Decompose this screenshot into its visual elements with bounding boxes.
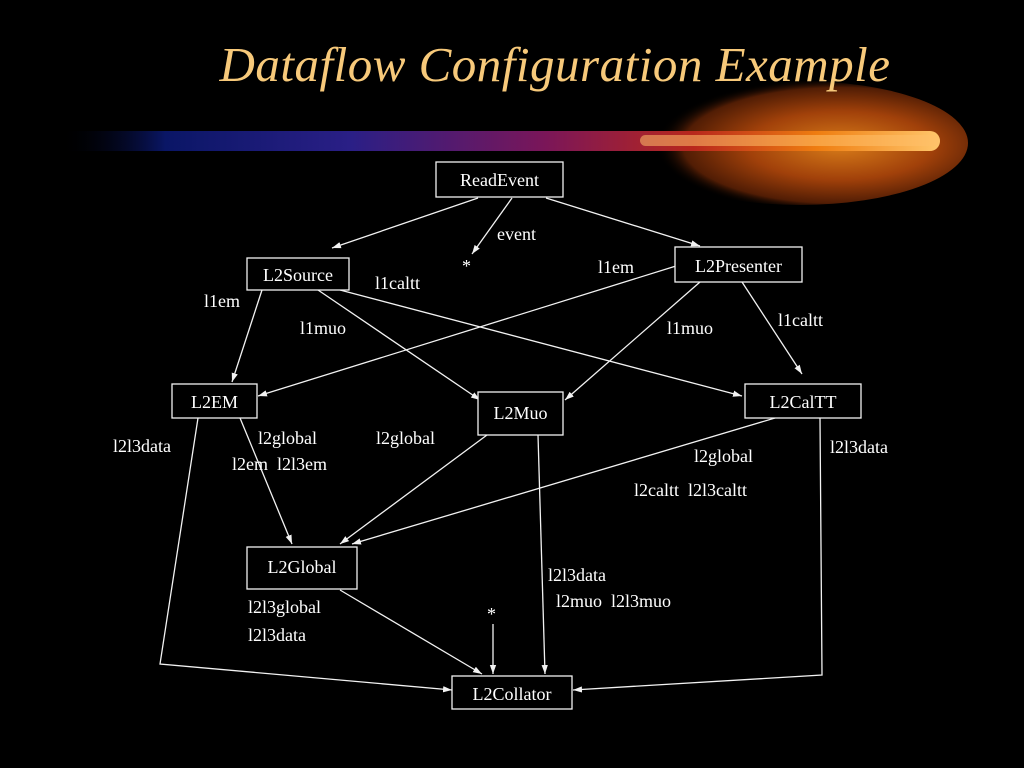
- label-l2global-cal: l2global: [694, 446, 753, 466]
- label-l2l3data-muo: l2l3data: [548, 565, 606, 585]
- edge-l2presenter-l2caltt: [741, 281, 803, 375]
- label-l1muo-left: l1muo: [300, 318, 346, 338]
- edge-l2source-l2caltt: [339, 289, 743, 397]
- label-l2l3data-global: l2l3data: [248, 625, 306, 645]
- label-l1em-right: l1em: [598, 257, 634, 277]
- label-l1caltt-right: l1caltt: [778, 310, 823, 330]
- node-l2collator-label: L2Collator: [473, 684, 552, 704]
- node-l2muo-label: L2Muo: [494, 403, 548, 423]
- label-l2global-muo: l2global: [376, 428, 435, 448]
- edge-l2em-l2global: [239, 417, 293, 545]
- label-l2l3data-left: l2l3data: [113, 436, 171, 456]
- node-l2caltt-label: L2CalTT: [770, 392, 837, 412]
- edge-readevent-l2source: [331, 197, 479, 249]
- node-l2global: L2Global: [246, 546, 358, 590]
- node-l2collator: L2Collator: [451, 675, 573, 710]
- node-l2presenter-label: L2Presenter: [695, 256, 782, 276]
- label-l2l3global: l2l3global: [248, 597, 321, 617]
- edge-l2source-l2muo: [317, 289, 481, 401]
- node-readevent-label: ReadEvent: [460, 170, 539, 190]
- edge-readevent-l2presenter: [545, 197, 701, 247]
- label-l2l3data-right: l2l3data: [830, 437, 888, 457]
- edge-l2caltt-l2global: [351, 417, 776, 545]
- node-l2em: L2EM: [171, 383, 258, 419]
- edge-l2muo-l2global: [339, 434, 488, 545]
- edge-readevent-star: [471, 197, 513, 255]
- edge-l2presenter-l2muo: [564, 281, 701, 401]
- label-l2em-l2l3em: l2em l2l3em: [232, 454, 327, 474]
- edge-labels: event * l1em l1caltt l1em l1muo l1muo l1…: [113, 224, 888, 645]
- edge-l2source-l2em: [231, 289, 263, 383]
- label-star-top: *: [462, 256, 471, 276]
- edge-l2em-l2collator: [159, 417, 453, 693]
- node-l2source: L2Source: [246, 257, 350, 291]
- label-l1em-left: l1em: [204, 291, 240, 311]
- node-l2muo: L2Muo: [477, 391, 564, 436]
- node-l2global-label: L2Global: [268, 557, 337, 577]
- node-readevent: ReadEvent: [435, 161, 564, 198]
- slide-title: Dataflow Configuration Example: [219, 37, 891, 92]
- edge-l2caltt-l2collator: [572, 417, 823, 693]
- edge-l2presenter-l2em: [257, 265, 677, 397]
- node-l2em-label: L2EM: [191, 392, 238, 412]
- label-l2muo-l2l3muo: l2muo l2l3muo: [556, 591, 671, 611]
- label-l2caltt-l2l3caltt: l2caltt l2l3caltt: [634, 480, 747, 500]
- node-l2source-label: L2Source: [263, 265, 333, 285]
- edge-l2global-l2collator: [339, 589, 483, 675]
- label-l1caltt-left: l1caltt: [375, 273, 420, 293]
- diagram-edges: [159, 197, 823, 693]
- node-l2caltt: L2CalTT: [744, 383, 862, 419]
- label-l2global-em: l2global: [258, 428, 317, 448]
- label-event: event: [497, 224, 536, 244]
- title-streak-decoration: [60, 81, 968, 205]
- node-l2presenter: L2Presenter: [674, 246, 803, 283]
- label-l1muo-right: l1muo: [667, 318, 713, 338]
- edge-l2muo-l2collator: [537, 434, 548, 675]
- label-star-bottom: *: [487, 604, 496, 624]
